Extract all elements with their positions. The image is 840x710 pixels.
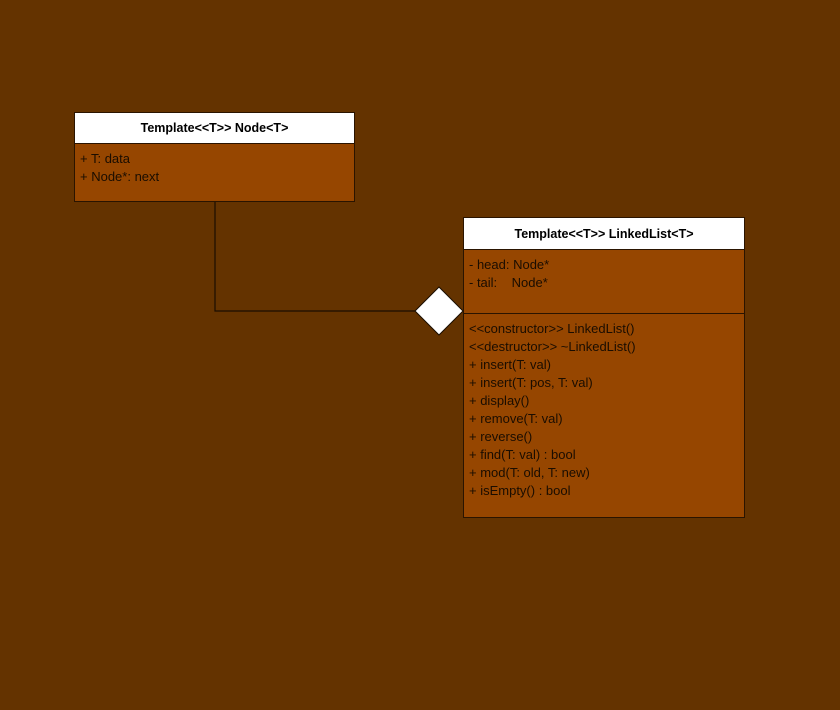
linkedlist-method: + reverse() (469, 429, 533, 444)
node-class-title: Template<<T>> Node<T> (75, 113, 354, 144)
linkedlist-class-attributes: - head: Node* - tail: Node* (464, 250, 744, 313)
linkedlist-method: + remove(T: val) (469, 411, 563, 426)
linkedlist-method: + display() (469, 393, 530, 408)
aggregation-diamond-icon (414, 286, 464, 336)
linkedlist-method: + insert(T: val) (469, 357, 551, 372)
linkedlist-class-title: Template<<T>> LinkedList<T> (464, 218, 744, 250)
linkedlist-method: <<constructor>> LinkedList() (469, 321, 635, 336)
linkedlist-method: + find(T: val) : bool (469, 447, 576, 462)
linkedlist-method: + mod(T: old, T: new) (469, 465, 590, 480)
linkedlist-attribute: - tail: Node* (469, 275, 548, 290)
linkedlist-method: + insert(T: pos, T: val) (469, 375, 593, 390)
linkedlist-class-box[interactable]: Template<<T>> LinkedList<T> - head: Node… (463, 217, 745, 518)
aggregation-line (214, 202, 415, 312)
linkedlist-method: <<destructor>> ~LinkedList() (469, 339, 636, 354)
node-attribute: + T: data (80, 151, 130, 166)
node-class-attributes: + T: data + Node*: next (75, 144, 354, 186)
linkedlist-class-methods: <<constructor>> LinkedList() <<destructo… (464, 313, 744, 500)
node-class-box[interactable]: Template<<T>> Node<T> + T: data + Node*:… (74, 112, 355, 202)
linkedlist-method: + isEmpty() : bool (469, 483, 571, 498)
node-attribute: + Node*: next (80, 169, 160, 184)
linkedlist-attribute: - head: Node* (469, 257, 550, 272)
